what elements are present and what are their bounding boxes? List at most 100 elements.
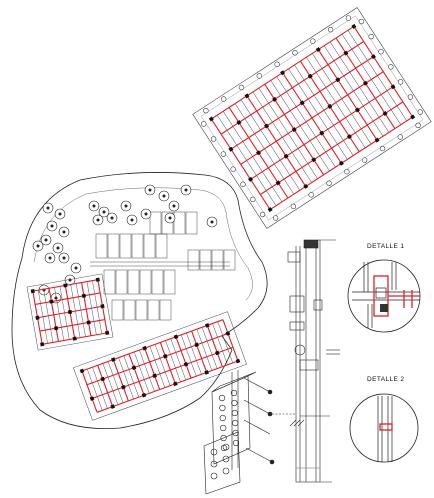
column-mark: [173, 334, 179, 340]
cad-linework: [107, 361, 124, 403]
parking-stall: [119, 233, 132, 259]
parking-stall: [123, 299, 136, 321]
block-hole: [219, 414, 226, 422]
block-hole: [222, 455, 230, 463]
tree-trunk: [162, 194, 166, 198]
column-mark: [105, 330, 110, 335]
site-plan: [11, 172, 268, 429]
column-mark: [370, 54, 376, 60]
column-mark: [382, 110, 388, 116]
tree-trunk: [74, 266, 78, 270]
vertical-wall-section: [272, 239, 340, 483]
column-mark: [315, 47, 321, 53]
cad-linework: [134, 351, 150, 394]
tree-trunk: [168, 216, 172, 220]
red-beam: [260, 101, 404, 195]
column-mark: [275, 180, 281, 186]
column-mark: [142, 345, 147, 351]
column-mark: [163, 353, 168, 359]
block-hole: [218, 394, 226, 402]
block-hole: [222, 467, 230, 475]
detail-1-callout: [347, 259, 421, 333]
grid-bubble: [327, 26, 334, 33]
column-mark: [319, 130, 325, 136]
cad-linework: [196, 329, 213, 371]
grid-bubble: [407, 94, 414, 100]
grid-bubble: [368, 33, 374, 40]
column-mark: [299, 100, 305, 106]
grid-bubble: [201, 121, 207, 127]
column-mark: [194, 342, 199, 348]
column-mark: [335, 77, 341, 83]
column-mark: [141, 392, 147, 398]
column-mark: [40, 342, 45, 347]
column-mark: [351, 23, 357, 29]
column-mark: [410, 114, 416, 120]
cad-linework: [149, 346, 166, 388]
parking-stall: [111, 299, 124, 321]
red-beam: [159, 342, 176, 385]
parking-stall: [211, 249, 224, 271]
tree-trunk: [110, 216, 114, 220]
grid-bubble: [310, 38, 316, 44]
column-mark: [267, 207, 273, 213]
parking-stall: [103, 269, 116, 295]
red-beam: [91, 346, 234, 400]
cad-linework: [217, 321, 233, 363]
cad-linework: [201, 327, 218, 369]
column-mark: [311, 157, 317, 163]
grid-bubble: [415, 122, 421, 129]
column-mark: [244, 93, 250, 99]
grid-bubble: [238, 84, 245, 91]
column-mark: [100, 376, 105, 382]
parking-stall: [187, 249, 200, 271]
column-mark: [54, 326, 59, 331]
column-mark: [264, 123, 270, 129]
tree-trunk: [54, 296, 58, 300]
parking-stall: [159, 299, 172, 321]
column-mark: [131, 365, 137, 370]
parking-stall: [115, 269, 128, 295]
tree-trunk: [44, 238, 48, 242]
tree-trunk: [96, 218, 100, 222]
tree-trunk: [46, 206, 50, 210]
column-mark: [110, 404, 116, 409]
block-hole: [220, 424, 227, 432]
parking-stall: [139, 269, 152, 295]
parking-stall: [95, 233, 108, 259]
cad-linework: [102, 363, 119, 405]
column-mark: [208, 116, 214, 122]
column-mark: [89, 396, 95, 401]
grid-bubble: [256, 73, 262, 79]
column-mark: [225, 331, 231, 336]
column-mark: [204, 370, 209, 375]
parking-stall: [173, 211, 186, 235]
column-mark: [248, 176, 254, 182]
cad-linework: [212, 323, 228, 365]
tree-trunk: [130, 218, 134, 222]
cad-linework: [170, 338, 186, 381]
cad-linework: [118, 357, 134, 400]
red-beam: [97, 365, 114, 407]
block-hole: [232, 419, 239, 427]
column-mark: [72, 336, 77, 341]
column-mark: [152, 373, 157, 379]
block-hole: [210, 472, 218, 480]
cad-linework: [165, 340, 181, 382]
block-hole: [231, 399, 238, 407]
parking-stall: [143, 233, 156, 259]
tree-trunk: [62, 230, 66, 234]
column-mark: [95, 277, 100, 282]
red-beam: [112, 359, 129, 402]
grid-bubble: [292, 50, 298, 56]
red-beam: [39, 319, 105, 332]
tree-trunk: [184, 188, 188, 192]
tree-trunk: [48, 256, 52, 260]
parking-stall: [185, 211, 198, 235]
cad-linework: [123, 355, 139, 398]
red-beam: [86, 332, 229, 386]
column-mark: [256, 150, 262, 156]
grid-bubble: [259, 211, 266, 218]
column-mark: [362, 80, 368, 86]
